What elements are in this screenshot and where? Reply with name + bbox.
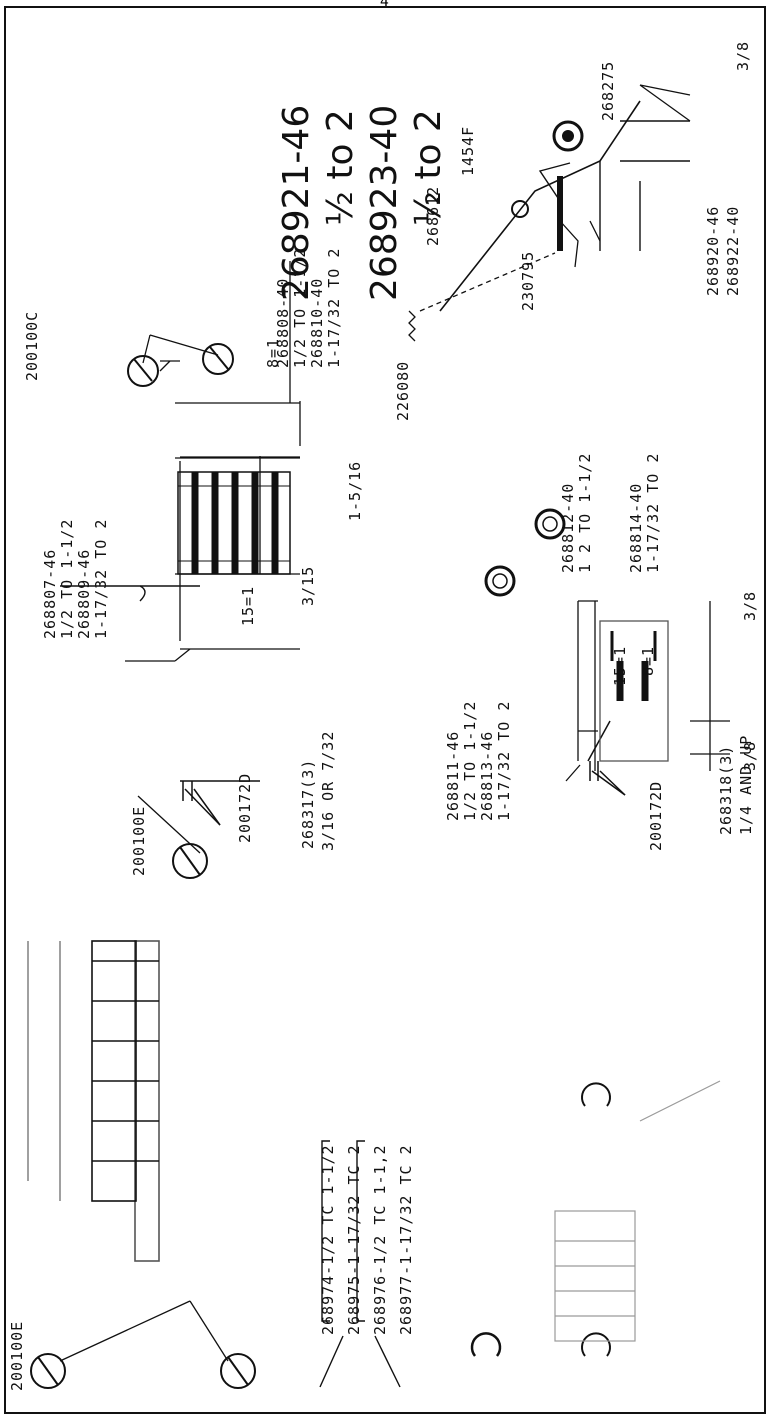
parts-list-268974: 268974-1/2 TC 1-1/2 268975-1-17/32 TC 2 … bbox=[319, 1144, 415, 1335]
label-268275: 268275 bbox=[599, 60, 617, 121]
label-268317: 268317(3) bbox=[299, 758, 317, 849]
label-230795: 230795 bbox=[519, 250, 537, 311]
top-mark: 4 bbox=[380, 0, 389, 10]
label-1454F: 1454F bbox=[459, 125, 477, 176]
group-line: 268813-46 bbox=[478, 730, 496, 821]
dim-3-8-c: 3/8 bbox=[734, 40, 752, 71]
group-line: 268812-40 bbox=[559, 482, 577, 573]
comb-assembly bbox=[27, 940, 160, 1262]
big-range-1: ½ to 2 bbox=[320, 109, 361, 226]
label-268920: 268920-46 bbox=[704, 205, 722, 296]
spring-226080 bbox=[408, 252, 556, 342]
label-268922: 268922-40 bbox=[724, 205, 742, 296]
dim-15-1-upper: 15=1 bbox=[239, 585, 257, 626]
group-268807: 268807-46 1/2 TO 1-1/2 268809-46 1-17/32… bbox=[41, 518, 110, 639]
dim-3-8-a: 3/8 bbox=[741, 740, 759, 771]
label-226080: 226080 bbox=[394, 360, 412, 421]
big-part-268921: 268921-46 bbox=[276, 104, 317, 301]
group-line: 1-17/32 TO 2 bbox=[495, 700, 513, 821]
group-line: 1-17/32 TO 2 bbox=[644, 452, 662, 573]
list-item: 268976-1/2 TC 1-1,2 bbox=[371, 1144, 389, 1335]
label-200172D-upper: 200172D bbox=[236, 772, 254, 843]
screw-200100C bbox=[127, 334, 234, 387]
brace-807 bbox=[60, 585, 200, 602]
dim-lines-upper bbox=[125, 261, 301, 662]
group-line: 1 2 TO 1-1/2 bbox=[576, 452, 594, 573]
bar-comb-lower bbox=[599, 620, 669, 762]
rings-lower bbox=[484, 508, 566, 597]
ring-marks bbox=[470, 1082, 611, 1357]
label-200100E-right: 200100E bbox=[130, 805, 148, 876]
list-item: 268974-1/2 TC 1-1/2 bbox=[319, 1144, 337, 1335]
dim-15-1-lower: 15=1 bbox=[611, 645, 629, 686]
screw-200100E-lower bbox=[220, 1353, 256, 1389]
dim-8-1-lower: 8=1 bbox=[639, 645, 657, 676]
group-line: 268809-46 bbox=[75, 548, 93, 639]
ferrule-lower bbox=[587, 720, 626, 796]
label-200100C: 200100C bbox=[23, 310, 41, 381]
label-200172D-lower: 200172D bbox=[647, 780, 665, 851]
dim-lines-lower bbox=[565, 600, 730, 782]
label-268318: 268318(3) bbox=[717, 744, 735, 835]
label-200100E-left: 200100E bbox=[8, 1320, 26, 1391]
dim-1-5-16: 1-5/16 bbox=[346, 460, 364, 521]
group-line: 268811-46 bbox=[444, 730, 462, 821]
group-line: 1/2 TO 1-1/2 bbox=[461, 700, 479, 821]
group-line: 1/2 TO 1-1/2 bbox=[58, 518, 76, 639]
sheet-border bbox=[4, 6, 766, 1414]
bracket-974 bbox=[319, 1140, 401, 1388]
group-line: 1-17/32 TO 2 bbox=[92, 518, 110, 639]
group-268811: 268811-46 1/2 TO 1-1/2 268813-46 1-17/32… bbox=[444, 700, 513, 821]
group-line: 268814-40 bbox=[627, 482, 645, 573]
ferrule-upper bbox=[180, 780, 260, 826]
group-line: 268807-46 bbox=[41, 548, 59, 639]
list-item: 268975-1-17/32 TC 2 bbox=[345, 1144, 363, 1335]
label-268317-size: 3/16 OR 7/32 bbox=[319, 730, 337, 851]
tension-assembly bbox=[439, 84, 691, 312]
faded-comb-lower bbox=[554, 1080, 721, 1342]
dim-3-8-b: 3/8 bbox=[741, 590, 759, 621]
list-item: 268977-1-17/32 TC 2 bbox=[397, 1144, 415, 1335]
big-part-268923: 268923-40 bbox=[364, 104, 405, 301]
screw-200100E-right bbox=[172, 843, 208, 879]
screw-200100E-left bbox=[30, 1353, 66, 1389]
bar-comb-upper bbox=[177, 471, 291, 575]
label-268612: 268612 bbox=[424, 185, 442, 246]
dim-3-15: 3/15 bbox=[299, 565, 317, 606]
group-268812: 268812-40 1 2 TO 1-1/2 268814-40 1-17/32… bbox=[559, 452, 662, 573]
